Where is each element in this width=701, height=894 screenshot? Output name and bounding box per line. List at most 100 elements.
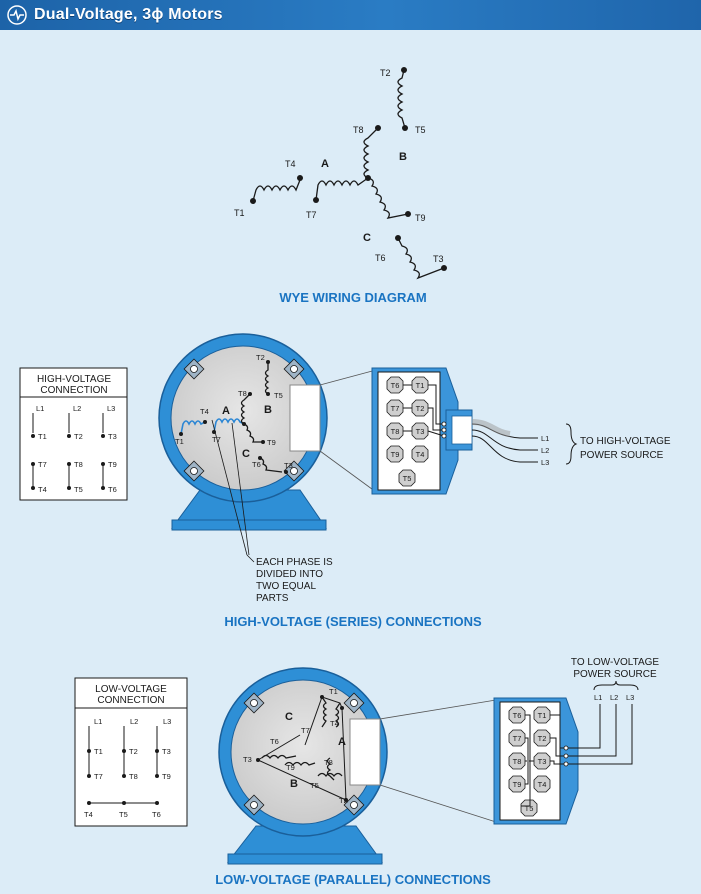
svg-text:T5: T5 bbox=[403, 474, 412, 483]
wye-label-t5: T5 bbox=[415, 125, 426, 135]
hv-table-title-1: HIGH-VOLTAGE bbox=[37, 374, 111, 385]
wye-label-t3: T3 bbox=[433, 254, 444, 264]
lv-table-t4: T4 bbox=[84, 810, 93, 819]
hv-note-line2: DIVIDED INTO bbox=[256, 569, 323, 580]
low-voltage-section: LOW-VOLTAGE CONNECTION L1 L2 L3 T1 T2 T3… bbox=[74, 657, 659, 887]
wye-label-t1: T1 bbox=[234, 208, 245, 218]
hv-table-t9: T9 bbox=[108, 460, 117, 469]
lv-source-line1: TO LOW-VOLTAGE bbox=[571, 657, 659, 668]
wye-dot-t7 bbox=[313, 197, 319, 203]
lv-motor-a: A bbox=[338, 736, 346, 748]
hv-terminal-box: T6 T1 T7 T2 T8 T3 T9 T4 T5 bbox=[371, 367, 473, 495]
high-voltage-section: HIGH-VOLTAGE CONNECTION L1 L2 L3 T1 T2 T… bbox=[19, 333, 671, 629]
lv-motor-t9: T9 bbox=[286, 763, 295, 772]
hv-table-t4: T4 bbox=[38, 485, 47, 494]
lv-table-t8: T8 bbox=[129, 772, 138, 781]
lv-lug-t8: T8 bbox=[508, 752, 526, 770]
wye-label-t6: T6 bbox=[375, 253, 386, 263]
wye-diagram: T1 T4 T7 A T2 T8 T5 B T9 C T6 T3 WYE WIR… bbox=[234, 67, 447, 305]
svg-text:T8: T8 bbox=[391, 427, 400, 436]
hv-line-l3: L3 bbox=[541, 458, 549, 467]
hv-source-line1: TO HIGH-VOLTAGE bbox=[580, 436, 671, 447]
hv-lug-t2: T2 bbox=[411, 399, 429, 417]
lv-coil-a1 bbox=[334, 702, 341, 728]
lv-coil-b1 bbox=[317, 772, 343, 778]
hv-table-t6: T6 bbox=[108, 485, 117, 494]
hv-motor-t5: T5 bbox=[274, 391, 283, 400]
lv-motor: T1 T4 T7 C A T6 T3 T9 T8 B T5 T2 bbox=[218, 667, 388, 865]
svg-text:T3: T3 bbox=[416, 427, 425, 436]
svg-text:T2: T2 bbox=[538, 734, 547, 743]
svg-text:T1: T1 bbox=[538, 711, 547, 720]
lv-lug-t6: T6 bbox=[508, 706, 526, 724]
hv-motor-a: A bbox=[222, 405, 230, 417]
wye-label-a: A bbox=[321, 158, 329, 170]
hv-motor-t3: T3 bbox=[284, 461, 293, 470]
lv-table-t7: T7 bbox=[94, 772, 103, 781]
lv-line-l3: L3 bbox=[626, 693, 634, 702]
lv-terminal-box: T6 T1 T7 T2 T8 T3 T9 T4 T5 bbox=[493, 697, 579, 825]
hv-motor-t8: T8 bbox=[238, 389, 247, 398]
wye-dot-t6 bbox=[395, 235, 401, 241]
lv-table-l2: L2 bbox=[130, 717, 138, 726]
hv-coil-c1 bbox=[259, 457, 283, 473]
hv-caption: HIGH-VOLTAGE (SERIES) CONNECTIONS bbox=[224, 614, 482, 629]
hv-coil-b1 bbox=[264, 362, 270, 395]
lv-motor-t8: T8 bbox=[324, 758, 333, 767]
lv-line-l2: L2 bbox=[610, 693, 618, 702]
lv-motor-t5: T5 bbox=[310, 781, 319, 790]
wye-dot-t2 bbox=[401, 67, 407, 73]
motor-wiring-diagram: T1 T4 T7 A T2 T8 T5 B T9 C T6 T3 WYE WIR… bbox=[19, 67, 671, 887]
hv-motor: T1 T4 T7 A T2 T8 T5 B T9 C T6 T3 bbox=[158, 333, 328, 531]
wye-label-t7: T7 bbox=[306, 210, 317, 220]
hv-table-title-2: CONNECTION bbox=[40, 385, 107, 396]
wye-label-b: B bbox=[399, 151, 407, 163]
lv-table-t1: T1 bbox=[94, 747, 103, 756]
lv-motor-c: C bbox=[285, 711, 293, 723]
lv-lug-t5: T5 bbox=[520, 799, 538, 817]
svg-text:T4: T4 bbox=[416, 450, 425, 459]
wye-dot-t4 bbox=[297, 175, 303, 181]
hv-lug-t5: T5 bbox=[398, 469, 416, 487]
svg-text:T3: T3 bbox=[538, 757, 547, 766]
hv-motor-t4: T4 bbox=[200, 407, 209, 416]
header-banner: Dual-Voltage, 3ϕ Motors bbox=[0, 0, 701, 30]
lv-lug-t4: T4 bbox=[533, 775, 551, 793]
hv-lug-t7: T7 bbox=[386, 399, 404, 417]
lv-motor-t1: T1 bbox=[329, 687, 338, 696]
hv-line-l1: L1 bbox=[541, 434, 549, 443]
low-voltage-table: LOW-VOLTAGE CONNECTION L1 L2 L3 T1 T2 T3… bbox=[74, 677, 188, 827]
hv-note-line4: PARTS bbox=[256, 593, 289, 604]
hv-table-t5: T5 bbox=[74, 485, 83, 494]
hv-coil-a2 bbox=[213, 418, 245, 433]
lv-motor-t7: T7 bbox=[301, 726, 310, 735]
lv-lug-t9: T9 bbox=[508, 775, 526, 793]
lv-table-l3: L3 bbox=[163, 717, 171, 726]
hv-table-l3: L3 bbox=[107, 404, 115, 413]
wye-coil-a2 bbox=[315, 177, 369, 201]
wye-coil-b1 bbox=[397, 69, 406, 129]
hv-coil-a1 bbox=[180, 420, 206, 435]
hv-lug-t1: T1 bbox=[411, 376, 429, 394]
hv-motor-t1: T1 bbox=[175, 437, 184, 446]
lv-coil-b2 bbox=[284, 761, 316, 767]
hv-coil-b2 bbox=[240, 393, 251, 425]
svg-text:T1: T1 bbox=[416, 381, 425, 390]
lv-table-title-1: LOW-VOLTAGE bbox=[95, 684, 167, 695]
lv-coil-c1 bbox=[321, 696, 328, 728]
lv-line-l1: L1 bbox=[594, 693, 602, 702]
wye-coil-c1 bbox=[397, 237, 445, 280]
lv-motor-b: B bbox=[290, 778, 298, 790]
wye-label-t2: T2 bbox=[380, 68, 391, 78]
high-voltage-table: HIGH-VOLTAGE CONNECTION L1 L2 L3 T1 T2 T… bbox=[19, 367, 128, 501]
svg-text:T6: T6 bbox=[513, 711, 522, 720]
wye-caption: WYE WIRING DIAGRAM bbox=[279, 290, 426, 305]
svg-text:T6: T6 bbox=[391, 381, 400, 390]
wye-label-t9: T9 bbox=[415, 213, 426, 223]
svg-text:T5: T5 bbox=[525, 804, 534, 813]
lv-table-t5: T5 bbox=[119, 810, 128, 819]
lv-coil-c2 bbox=[261, 754, 297, 760]
lv-motor-t4: T4 bbox=[330, 719, 339, 728]
lv-motor-t3: T3 bbox=[243, 755, 252, 764]
hv-motor-b: B bbox=[264, 404, 272, 416]
